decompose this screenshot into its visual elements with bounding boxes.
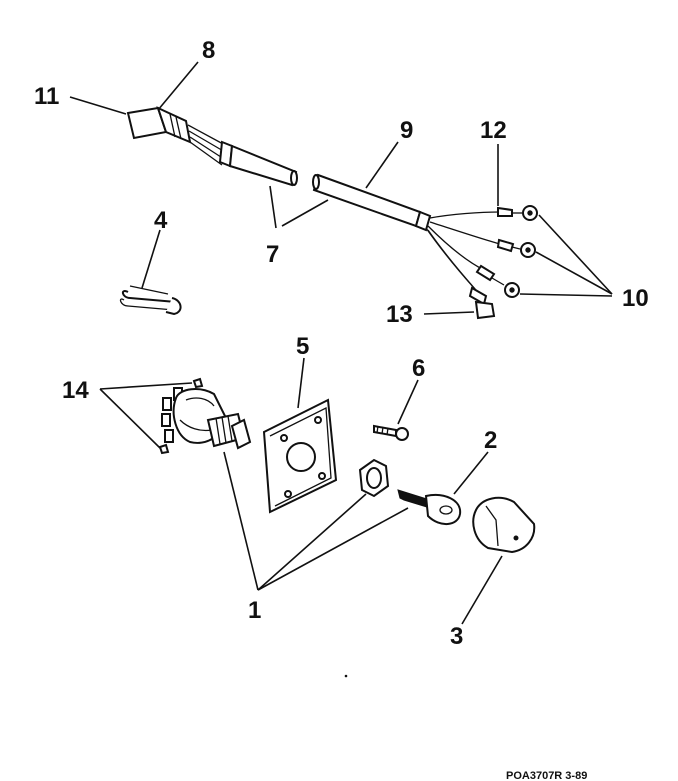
callout-11: 11	[34, 83, 59, 110]
callout-2: 2	[484, 427, 497, 454]
callout-9: 9	[400, 117, 413, 144]
switch-nut	[358, 458, 390, 498]
stray-dot	[344, 674, 348, 678]
harness-right-segment	[312, 173, 538, 320]
callout-13: 13	[386, 301, 413, 328]
mounting-screw	[373, 424, 409, 441]
callout-4: 4	[154, 207, 168, 234]
callout-5: 5	[296, 333, 309, 360]
callout-7: 7	[266, 241, 279, 268]
ignition-switch	[158, 377, 252, 455]
callout-labels: 8 11 9 12 4 7 10 13 5 6 14 2 1 3	[34, 37, 649, 650]
switch-boot	[472, 496, 536, 554]
callout-1: 1	[248, 597, 261, 624]
footer-code: POA3707R 3-89	[506, 770, 587, 781]
callout-6: 6	[412, 355, 425, 382]
callout-12: 12	[480, 117, 507, 144]
callout-8: 8	[202, 37, 215, 64]
leader-lines	[69, 61, 613, 625]
callout-3: 3	[450, 623, 463, 650]
retaining-clip	[119, 285, 182, 316]
callout-14: 14	[62, 377, 89, 404]
harness-left-segment	[126, 106, 298, 187]
mounting-plate	[262, 398, 338, 514]
callout-10: 10	[622, 285, 649, 312]
ignition-key	[397, 489, 462, 525]
